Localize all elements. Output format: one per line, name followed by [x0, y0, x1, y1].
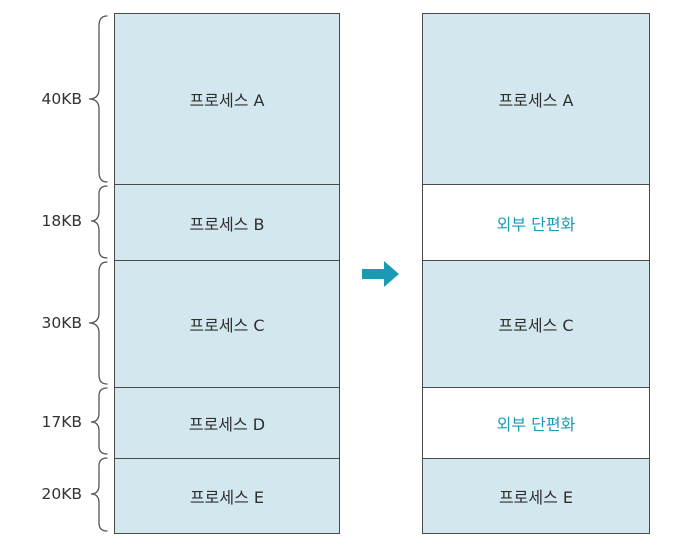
brace-a: [88, 15, 108, 183]
block-label: 프로세스 C: [189, 316, 265, 335]
block-label: 프로세스 E: [189, 488, 265, 507]
size-label-a: 40KB: [41, 90, 82, 108]
size-label-b: 18KB: [41, 212, 82, 230]
block-process-a: 프로세스 A: [423, 14, 649, 184]
block-process-a: 프로세스 A: [115, 14, 339, 184]
memory-before: 프로세스 A 프로세스 B 프로세스 C 프로세스 D 프로세스 E: [114, 13, 340, 534]
block-label: 프로세스 A: [189, 91, 265, 110]
size-label-d: 17KB: [41, 413, 82, 431]
brace-c: [88, 261, 108, 385]
block-process-c: 프로세스 C: [115, 260, 339, 387]
brace-e: [90, 457, 108, 532]
right-arrow-icon: [362, 261, 399, 287]
block-process-c: 프로세스 C: [423, 260, 649, 387]
block-label: 프로세스 A: [498, 91, 574, 110]
brace-b: [90, 185, 108, 259]
size-label-c: 30KB: [41, 314, 82, 332]
block-label: 외부 단편화: [496, 214, 576, 234]
memory-after: 프로세스 A 외부 단편화 프로세스 C 외부 단편화 프로세스 E: [422, 13, 650, 534]
block-external-fragment: 외부 단편화: [423, 387, 649, 458]
block-label: 프로세스 C: [498, 316, 574, 335]
block-label: 외부 단편화: [496, 415, 576, 434]
size-label-e: 20KB: [41, 485, 82, 503]
brace-d: [90, 387, 108, 455]
block-process-d: 프로세스 D: [115, 387, 339, 458]
block-process-e: 프로세스 E: [115, 458, 339, 533]
block-label: 프로세스 D: [188, 415, 266, 434]
block-external-fragment: 외부 단편화: [423, 184, 649, 260]
block-process-e: 프로세스 E: [423, 458, 649, 533]
block-process-b: 프로세스 B: [115, 184, 339, 260]
block-label: 프로세스 B: [189, 214, 265, 234]
block-label: 프로세스 E: [498, 488, 574, 507]
